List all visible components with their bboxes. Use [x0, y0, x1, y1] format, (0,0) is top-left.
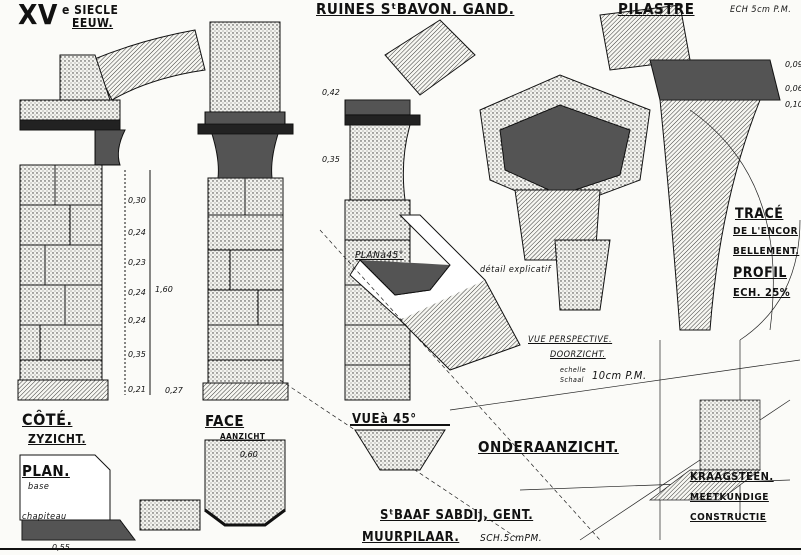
doorzicht-label: DOORZICHT.	[550, 350, 606, 360]
face-elevation	[197, 21, 294, 401]
dim-027: 0,27	[165, 386, 183, 395]
vue-perspective-label: VUE PERSPECTIVE.	[528, 335, 613, 345]
zyzicht-label: ZYZICHT.	[28, 432, 87, 446]
perspective-capital	[479, 4, 781, 331]
kraagsteen-label: KRAAGSTEEN.	[690, 470, 774, 483]
profil-scale: ECH. 25%	[733, 286, 791, 299]
plan-label: PLAN.	[22, 462, 70, 480]
section-45	[344, 19, 521, 401]
dim-160: 1,60	[155, 285, 173, 294]
dim-024a: 0,24	[128, 228, 146, 237]
dim-024b: 0,24	[128, 288, 146, 297]
onderaanzicht-label: ONDERAANZICHT.	[478, 438, 619, 456]
dim-030: 0,30	[128, 196, 146, 205]
dim-024c: 0,24	[128, 316, 146, 325]
century-suffix-1: e SIECLE	[62, 3, 119, 17]
echelle-label: echelle	[560, 366, 587, 374]
plan45-label: PLANà45°	[355, 250, 404, 261]
dim-035: 0,35	[128, 350, 146, 359]
dim-023: 0,23	[128, 258, 146, 267]
dim-055: 0,55	[52, 543, 70, 552]
dim-035b: 0,35	[322, 155, 340, 164]
meetkundige-label: MEETKUNDIGE	[690, 492, 769, 503]
profil-label: PROFIL	[733, 265, 787, 281]
abbey-label: SᵗBAAF SABDIJ, GENT.	[380, 508, 534, 523]
trace-label: TRACÉ	[735, 206, 784, 222]
cote-elevation	[17, 29, 206, 401]
trace-label-2: DE L'ENCOR	[733, 226, 799, 237]
construction-lines	[279, 109, 801, 541]
bottom-plans	[19, 424, 450, 541]
base-label: base	[28, 482, 50, 492]
scale-value: 10cm P.M.	[592, 369, 647, 382]
dim-010: 0,10	[785, 100, 801, 109]
trace-label-3: BELLEMENT.	[733, 246, 800, 257]
dim-021: 0,21	[128, 385, 146, 394]
century-numeral: XV	[18, 0, 58, 31]
face-label: FACE	[205, 412, 245, 430]
detail-label: détail explicatif	[480, 265, 551, 275]
schaal-label: Schaal	[560, 376, 584, 384]
constructie-label: CONSTRUCTIE	[690, 512, 767, 523]
muurpilaar-label: MUURPILAAR.	[362, 530, 460, 545]
pilastre-scale: ECH 5cm P.M.	[730, 5, 792, 15]
dim-006: 0,06	[785, 84, 801, 93]
dim-009: 0,09	[785, 60, 801, 69]
dim-042: 0,42	[322, 88, 340, 97]
vue45-label: VUEà 45°	[352, 412, 417, 427]
pilastre-title: PILASTRE	[618, 0, 695, 18]
century-suffix-2: EEUW.	[72, 16, 114, 30]
aanzicht-label: AANZICHT	[220, 432, 266, 441]
muurpilaar-scale: SCH.5cmPM.	[480, 533, 543, 544]
dim-060: 0,60	[240, 450, 258, 459]
main-title: RUINES SᵗBAVON. GAND.	[316, 0, 515, 18]
chapiteau-label: chapiteau	[22, 512, 67, 522]
cote-label: CÔTÉ.	[22, 410, 73, 429]
